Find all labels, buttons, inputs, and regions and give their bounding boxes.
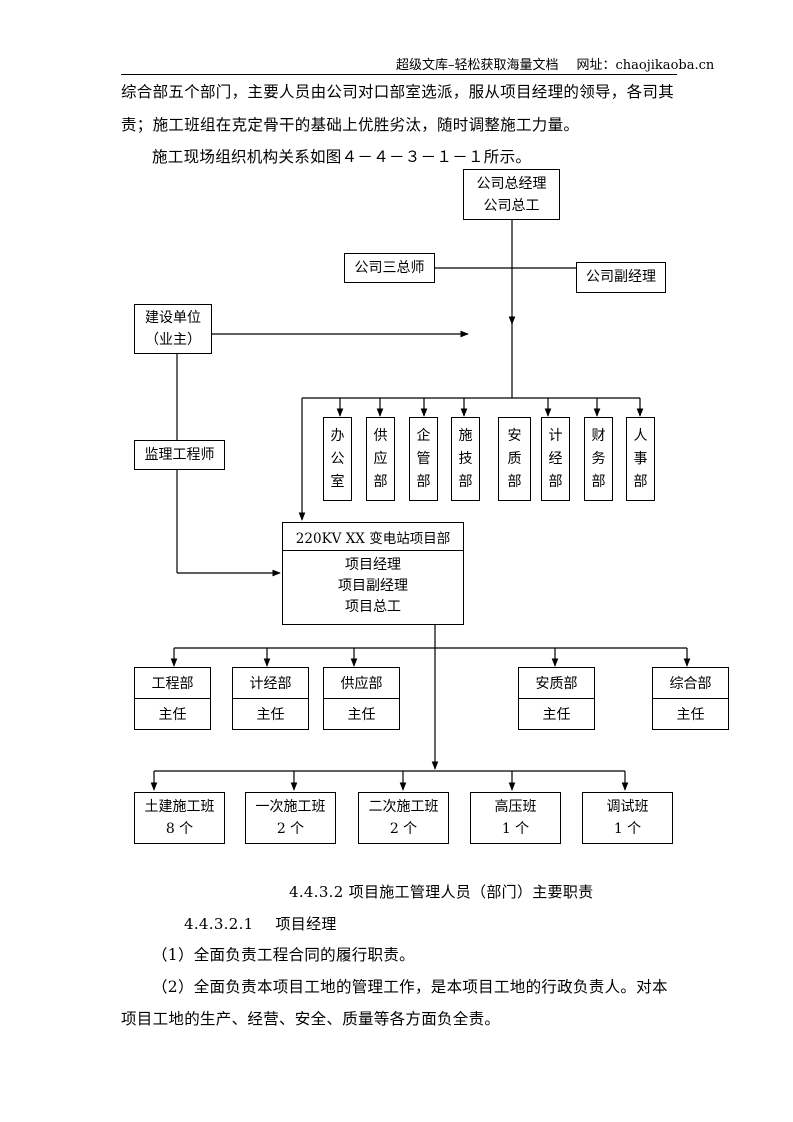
team-count: 1 个 xyxy=(613,821,642,837)
section-name: 工程部 xyxy=(135,668,210,699)
dept-box: 安 质 部 xyxy=(498,417,531,501)
dept-box: 人 事 部 xyxy=(626,417,655,501)
dept-char: 部 xyxy=(373,473,388,490)
dept-char: 办 xyxy=(330,427,345,444)
header-rule xyxy=(121,74,677,75)
section-role: 主任 xyxy=(542,707,571,723)
team-box: 一次施工班 2 个 xyxy=(245,792,336,844)
dept-box: 企 管 部 xyxy=(409,417,438,501)
project-title: 220KV XX 变电站项目部 xyxy=(283,523,463,551)
section-box: 综合部 主任 xyxy=(652,667,729,730)
team-count: 1 个 xyxy=(501,821,530,837)
dept-char: 财 xyxy=(591,427,606,444)
box-label: 监理工程师 xyxy=(144,446,215,463)
box-label: 公司副经理 xyxy=(586,269,656,285)
dept-char: 供 xyxy=(373,427,388,444)
header-site-name: 超级文库–轻松获取海量文档 xyxy=(396,58,559,73)
box-line: 公司总工 xyxy=(483,197,540,214)
project-department-box: 220KV XX 变电站项目部 项目经理 项目副经理 项目总工 xyxy=(282,522,464,625)
duty-item: （2）全面负责本项目工地的管理工作，是本项目工地的行政负责人。对本 xyxy=(152,978,668,996)
dept-char: 公 xyxy=(330,450,345,467)
section-box: 供应部 主任 xyxy=(323,667,400,730)
team-name: 调试班 xyxy=(606,799,649,815)
team-name: 高压班 xyxy=(494,799,537,815)
dept-char: 室 xyxy=(330,473,345,490)
box-label: 公司三总师 xyxy=(354,259,425,276)
box-line: 公司总经理 xyxy=(476,175,547,192)
owner-box: 建设单位 （业主） xyxy=(134,304,212,354)
team-name: 二次施工班 xyxy=(368,799,439,815)
paragraph-line: 施工现场组织机构关系如图４－４－３－１－１所示。 xyxy=(152,148,532,166)
dept-box: 办 公 室 xyxy=(323,417,352,501)
team-box: 土建施工班 8 个 xyxy=(134,792,225,844)
dept-char: 技 xyxy=(458,450,473,467)
section-name: 供应部 xyxy=(324,668,399,699)
dept-char: 部 xyxy=(507,473,522,490)
dept-char: 质 xyxy=(507,450,522,467)
team-box: 二次施工班 2 个 xyxy=(358,792,449,844)
dept-box: 财 务 部 xyxy=(584,417,613,501)
subsection-number: 4.4.3.2.1 xyxy=(184,915,254,933)
section-role: 主任 xyxy=(347,707,376,723)
dept-char: 管 xyxy=(416,450,431,467)
section-name: 综合部 xyxy=(653,668,728,699)
duty-item: （1）全面负责工程合同的履行职责。 xyxy=(152,946,415,964)
section-heading: 4.4.3.2 项目施工管理人员（部门）主要职责 xyxy=(289,883,594,901)
team-count: 8 个 xyxy=(165,821,194,837)
paragraph-line: 综合部五个部门，主要人员由公司对口部室选派，服从项目经理的领导，各司其 xyxy=(121,83,675,101)
section-name: 计经部 xyxy=(233,668,308,699)
section-role: 主任 xyxy=(676,707,705,723)
team-count: 2 个 xyxy=(276,821,305,837)
dept-char: 经 xyxy=(548,450,563,467)
box-line: （业主） xyxy=(145,332,201,348)
team-count: 2 个 xyxy=(389,821,418,837)
dept-box: 供 应 部 xyxy=(366,417,395,501)
project-role: 项目总工 xyxy=(345,599,401,615)
team-box: 高压班 1 个 xyxy=(470,792,561,844)
section-box: 工程部 主任 xyxy=(134,667,211,730)
dept-char: 部 xyxy=(591,473,606,490)
dept-char: 人 xyxy=(633,427,648,444)
team-box: 调试班 1 个 xyxy=(582,792,673,844)
section-box: 计经部 主任 xyxy=(232,667,309,730)
dept-char: 务 xyxy=(591,450,606,467)
dept-box: 计 经 部 xyxy=(541,417,570,501)
dept-char: 计 xyxy=(548,427,563,444)
subsection-title: 项目经理 xyxy=(275,915,337,933)
dept-char: 部 xyxy=(633,473,648,490)
dept-char: 施 xyxy=(458,427,473,444)
team-name: 土建施工班 xyxy=(144,799,215,815)
dept-char: 事 xyxy=(633,450,648,467)
section-role: 主任 xyxy=(256,707,285,723)
dept-char: 部 xyxy=(458,473,473,490)
team-name: 一次施工班 xyxy=(255,799,326,815)
dept-char: 企 xyxy=(416,427,431,444)
paragraph-line: 责；施工班组在克定骨干的基础上优胜劣汰，随时调整施工力量。 xyxy=(121,116,580,134)
header-site-url: 网址：chaojikaoba.cn xyxy=(576,58,715,73)
section-name: 安质部 xyxy=(519,668,594,699)
project-role: 项目经理 xyxy=(345,557,401,573)
project-role: 项目副经理 xyxy=(338,578,408,594)
duty-item: 项目工地的生产、经营、安全、质量等各方面负全责。 xyxy=(121,1010,501,1028)
chief-engineer-box: 公司三总师 xyxy=(344,253,435,283)
section-box: 安质部 主任 xyxy=(518,667,595,730)
supervisor-box: 监理工程师 xyxy=(134,440,225,470)
subsection-heading: 4.4.3.2.1 项目经理 xyxy=(184,913,337,934)
dept-char: 应 xyxy=(373,450,388,467)
dept-char: 部 xyxy=(416,473,431,490)
box-line: 建设单位 xyxy=(145,310,201,326)
dept-box: 施 技 部 xyxy=(451,417,480,501)
deputy-manager-box: 公司副经理 xyxy=(576,262,666,293)
dept-char: 部 xyxy=(548,473,563,490)
dept-char: 安 xyxy=(507,427,522,444)
page-header: 超级文库–轻松获取海量文档 网址：chaojikaoba.cn xyxy=(396,54,714,73)
section-role: 主任 xyxy=(158,707,187,723)
company-general-manager-box: 公司总经理 公司总工 xyxy=(463,169,560,220)
